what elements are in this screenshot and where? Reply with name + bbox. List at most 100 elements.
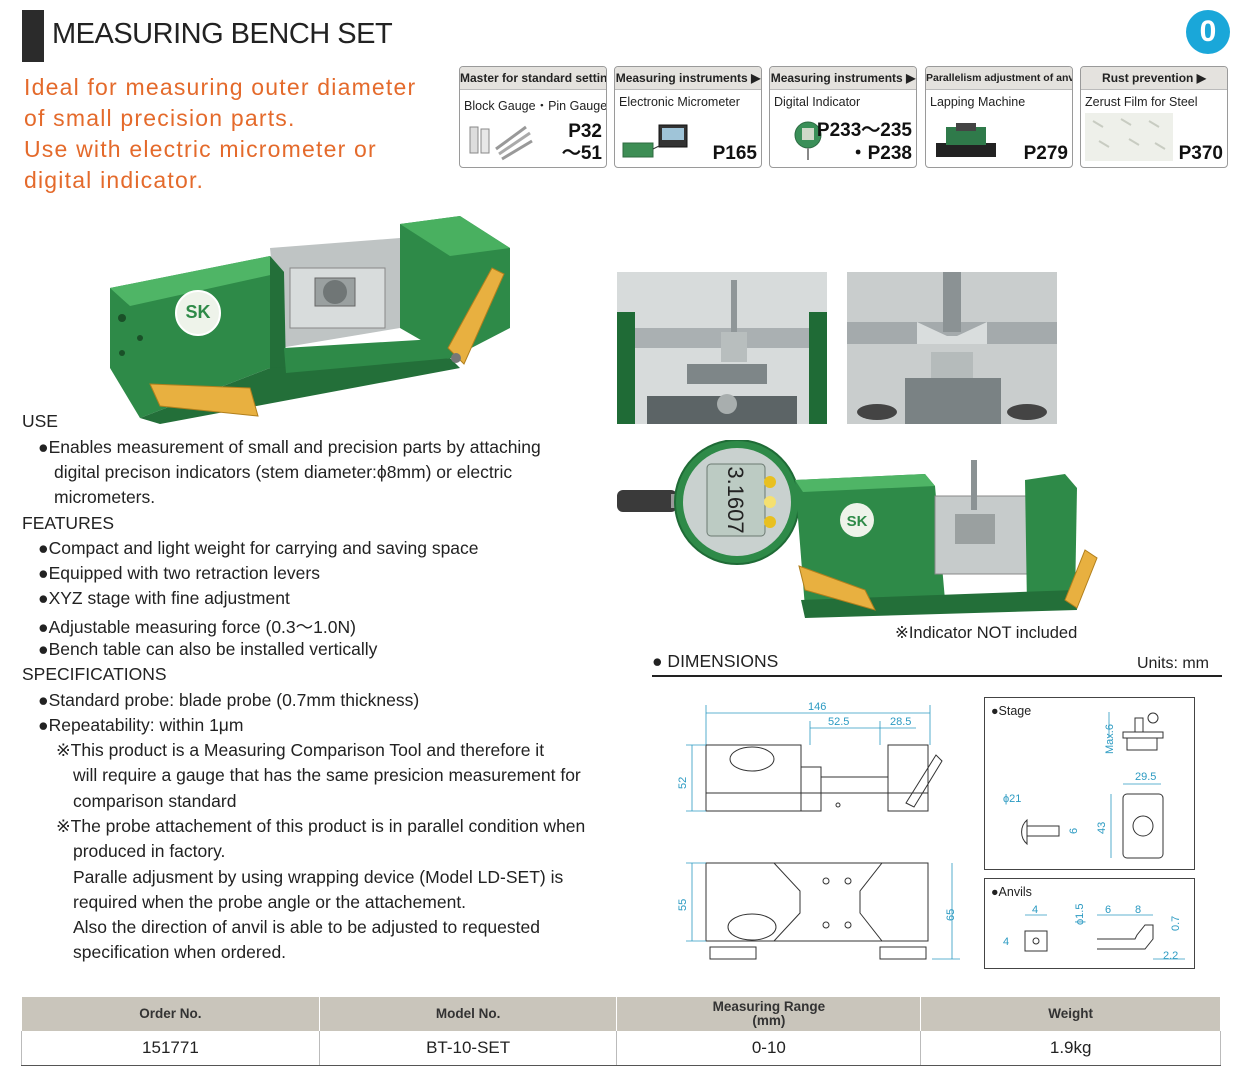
digital-indicator-image	[794, 121, 822, 160]
ref-card-sub: Lapping Machine	[930, 95, 1026, 109]
ref-card-head: Measuring instruments ▶	[615, 67, 761, 90]
ref-card-rust[interactable]: Rust prevention ▶ Zerust Film for Steel …	[1080, 66, 1228, 168]
dim-span-a: 52.5	[828, 716, 849, 728]
page-title: MEASURING BENCH SET	[52, 18, 393, 50]
tagline-line: Use with electric micrometer or	[24, 136, 377, 162]
micrometer-image	[622, 124, 688, 158]
spec-line: comparison standard	[73, 791, 237, 811]
use-heading: USE	[22, 411, 58, 431]
spec-line: required when the probe angle or the att…	[73, 892, 467, 912]
anvil-t: 0.7	[1170, 916, 1182, 931]
dim-span-b: 28.5	[890, 716, 911, 728]
page-badge-label: 0	[1199, 15, 1217, 48]
table-row: 151771 BT-10-SET 0-10 1.9kg	[21, 1031, 1221, 1066]
ref-card-sub: Block Gauge・Pin Gauge	[464, 99, 607, 113]
stage-drawing: Max.6 29.5 43 ϕ21 6	[1003, 712, 1164, 859]
dimensions-heading: ● DIMENSIONS	[652, 651, 779, 671]
page-badge: 0	[1186, 10, 1230, 54]
spec-line: ●Repeatability: within 1μm	[38, 715, 244, 735]
anvils-drawing: 4 4 ϕ1.5 6 8 0.7 2.2	[1003, 904, 1185, 962]
feature-item: ●Bench table can also be installed verti…	[38, 639, 378, 659]
dimensions-units: Units: mm	[1137, 655, 1209, 672]
anvils-detail-box: ●Anvils 4 4 ϕ1.5 6 8 0.7 2.2	[984, 878, 1195, 969]
dim-depth: 55	[677, 899, 689, 911]
weight-header: Weight	[920, 997, 1221, 1031]
feature-item: ●XYZ stage with fine adjustment	[38, 588, 290, 608]
ref-card-head: Master for standard setting ▶	[460, 67, 606, 90]
spec-line: ※This product is a Measuring Comparison …	[56, 740, 545, 760]
probe-closeup-photo-2	[847, 272, 1057, 424]
order-table: Order No. Model No. Measuring Range (mm)…	[21, 997, 1221, 1066]
indicator-display-reading: 3.1607	[723, 466, 748, 533]
ref-card-head: Rust prevention ▶	[1081, 67, 1227, 90]
ref-card-lapping[interactable]: Parallelism adjustment of anvils ▶ Lappi…	[925, 66, 1073, 168]
anvils-title: ●Anvils	[991, 885, 1032, 899]
stage-title: ●Stage	[991, 704, 1032, 718]
ref-card-sub: Digital Indicator	[774, 95, 861, 109]
model-no-header: Model No.	[318, 997, 618, 1031]
dim-depth-total: 65	[945, 909, 957, 921]
anvil-c: 2.2	[1163, 950, 1178, 962]
use-line: ●Enables measurement of small and precis…	[38, 437, 541, 457]
ref-card-page: P279	[1023, 143, 1068, 164]
dim-total-length: 146	[808, 701, 826, 713]
stage-detail-box: ●Stage Max.6 29.5 43 ϕ21 6	[984, 697, 1195, 870]
spec-line: produced in factory.	[73, 841, 226, 861]
sk-logo-badge	[175, 290, 221, 336]
dimensions-rule	[652, 675, 1222, 677]
dim-height: 52	[677, 777, 689, 789]
order-no-cell: 151771	[21, 1031, 320, 1066]
ref-card-page: P32 〜51	[561, 121, 602, 164]
anvil-dia: ϕ1.5	[1074, 904, 1086, 925]
ref-card-master[interactable]: Master for standard setting ▶ Block Gaug…	[459, 66, 607, 168]
anvil-w: 4	[1032, 904, 1038, 916]
ref-card-indicator[interactable]: Measuring instruments ▶ Digital Indicato…	[769, 66, 917, 168]
spec-line: specification when ordered.	[73, 942, 287, 962]
measuring-range-header: Measuring Range (mm)	[616, 997, 922, 1031]
spec-line: ●Standard probe: blade probe (0.7mm thic…	[38, 690, 420, 710]
ref-card-micrometer[interactable]: Measuring instruments ▶ Electronic Micro…	[614, 66, 762, 168]
probe-closeup-photo-1	[617, 272, 827, 424]
ref-card-sub: Electronic Micrometer	[619, 95, 740, 109]
use-line: digital precison indicators (stem diamet…	[54, 462, 513, 482]
dimension-drawing-main: 146 52.5 28.5 52 55 65	[677, 701, 960, 960]
ref-card-page: P233〜235 ・P238	[816, 120, 912, 164]
lapping-machine-image	[936, 123, 996, 157]
ref-card-page: P370	[1178, 143, 1223, 164]
features-heading: FEATURES	[22, 513, 115, 533]
ref-card-head: Measuring instruments ▶	[770, 67, 916, 90]
spec-line: ※The probe attachement of this product i…	[56, 816, 586, 836]
specifications-heading: SPECIFICATIONS	[22, 664, 167, 684]
sk-logo-text: SK	[847, 513, 868, 530]
measuring-range-cell: 0-10	[616, 1031, 922, 1066]
anvil-a: 6	[1105, 904, 1111, 916]
bench-with-indicator-image: 3.1607 SK	[617, 440, 1098, 618]
sk-logo-text: SK	[185, 302, 210, 322]
stage-max: Max.6	[1104, 724, 1116, 754]
model-no-cell: BT-10-SET	[318, 1031, 618, 1066]
use-line: micrometers.	[54, 487, 156, 507]
feature-item: ●Compact and light weight for carrying a…	[38, 538, 479, 558]
tagline-line: Ideal for measuring outer diameter	[24, 74, 417, 100]
spec-line: Also the direction of anvil is able to b…	[73, 917, 540, 937]
tagline-line: digital indicator.	[24, 167, 205, 193]
ref-card-head: Parallelism adjustment of anvils ▶	[926, 67, 1072, 90]
ref-card-page: P165	[712, 143, 757, 164]
indicator-note: ※Indicator NOT included	[895, 624, 1078, 642]
weight-cell: 1.9kg	[920, 1031, 1221, 1066]
bench-set-product-image: SK	[110, 216, 510, 424]
tagline: Ideal for measuring outer diameter of sm…	[24, 72, 424, 196]
stage-height: 43	[1096, 822, 1108, 834]
stage-width: 29.5	[1135, 771, 1156, 783]
feature-item: ●Adjustable measuring force (0.3〜1.0N)	[38, 617, 356, 637]
stage-small: 6	[1068, 828, 1080, 834]
anvil-b: 8	[1135, 904, 1141, 916]
title-accent-bar	[22, 10, 44, 62]
order-no-header: Order No.	[21, 997, 320, 1031]
spec-line: will require a gauge that has the same p…	[73, 765, 581, 785]
gauge-blocks-image	[469, 125, 533, 161]
stage-dia: ϕ21	[1003, 793, 1021, 805]
feature-item: ●Equipped with two retraction levers	[38, 563, 320, 583]
zerust-film-image	[1085, 113, 1173, 161]
spec-line: Paralle adjusment by using wrapping devi…	[73, 867, 564, 887]
